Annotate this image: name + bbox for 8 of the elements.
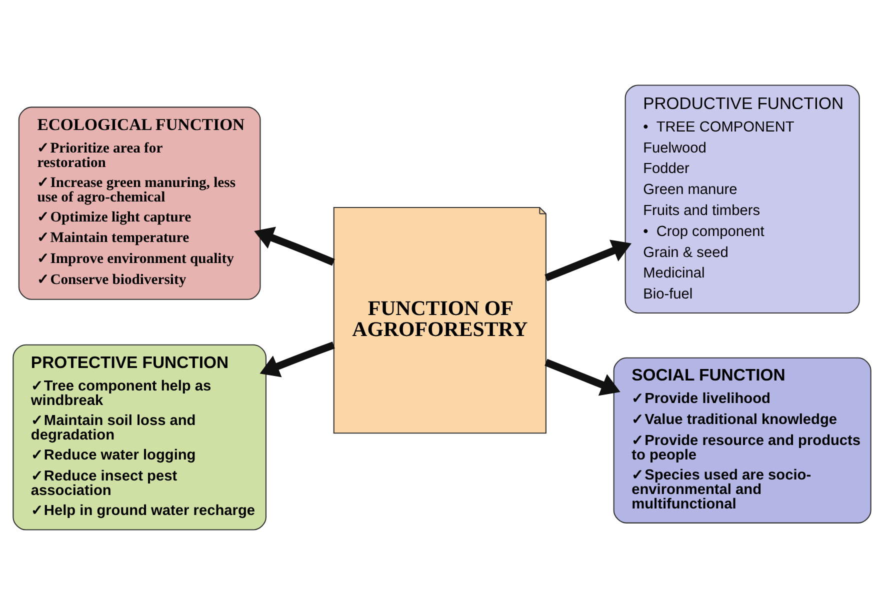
arrow [544, 240, 632, 282]
arrow [259, 342, 334, 378]
arrow [544, 358, 620, 396]
node-box: SOCIAL FUNCTION ✓Provide livelihood ✓Value traditional knowledge ✓Provide resource and products to people ✓Species used are socio-environmental and multifunctional [612, 357, 871, 524]
node-box: PRODUCTIVE FUNCTION • TREE COMPONENT Fuelwood Fodder Green manure Fruits and timbers • Crop component Grain & seed Medicinal Bio-fuel [624, 84, 860, 314]
node-box: PROTECTIVE FUNCTION ✓Tree component help as windbreak ✓Maintain soil loss and degradation ✓Reduce water logging ✓Reduce insect pest association ✓Help in ground water recharge [12, 344, 266, 530]
node-box: ECOLOGICAL FUNCTION ✓Prioritize area for restoration ✓Increase green manuring, less use of agro-chemical ✓Optimize light capture ✓Maintain temperature ✓Improve environment quality ✓Conserve biodiversity [18, 106, 260, 300]
arrow [254, 226, 334, 266]
